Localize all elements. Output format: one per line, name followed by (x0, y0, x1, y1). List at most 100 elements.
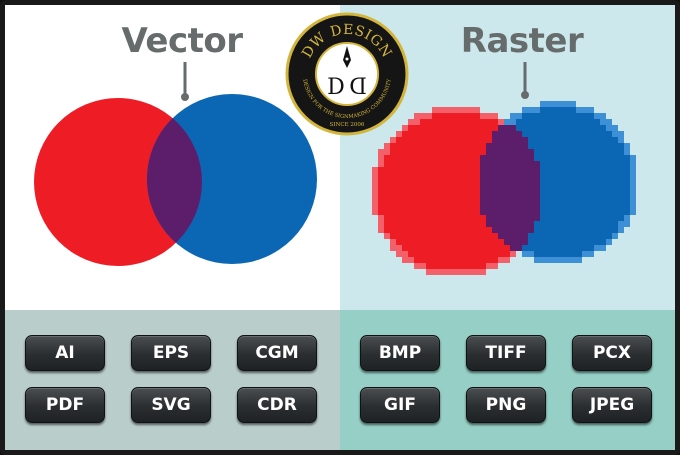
raster-pixel (618, 221, 624, 227)
raster-pixel (372, 209, 378, 215)
format-eps-button[interactable]: EPS (131, 335, 211, 371)
raster-pixel (528, 155, 534, 161)
format-pdf-button[interactable]: PDF (25, 387, 105, 423)
raster-pixel (564, 167, 570, 173)
format-cgm-button[interactable]: CGM (237, 335, 317, 371)
raster-pixel (564, 119, 570, 125)
raster-pixel (516, 221, 522, 227)
format-tiff-button[interactable]: TIFF (466, 335, 546, 371)
raster-pixel (576, 209, 582, 215)
raster-pixel (576, 113, 582, 119)
raster-pixel (438, 263, 444, 269)
raster-pixel (492, 155, 498, 161)
raster-pixel (528, 167, 534, 173)
raster-pixel (414, 143, 420, 149)
raster-pixel (408, 167, 414, 173)
format-bmp-button[interactable]: BMP (360, 335, 440, 371)
raster-pixel (426, 149, 432, 155)
raster-pixel (450, 227, 456, 233)
raster-pixel (432, 143, 438, 149)
raster-pixel (408, 125, 414, 131)
raster-pixel (516, 215, 522, 221)
raster-venn-diagram (372, 62, 636, 275)
raster-pixel (408, 191, 414, 197)
raster-pixel (420, 155, 426, 161)
raster-pixel (450, 263, 456, 269)
raster-pixel (432, 131, 438, 137)
raster-pixel (624, 215, 630, 221)
raster-pixel (462, 197, 468, 203)
raster-pixel (600, 191, 606, 197)
raster-pixel (384, 155, 390, 161)
raster-pixel (582, 239, 588, 245)
format-jpeg-button[interactable]: JPEG (572, 387, 652, 423)
raster-pixel (456, 149, 462, 155)
raster-pixel (570, 239, 576, 245)
raster-pixel (420, 113, 426, 119)
raster-pixel (474, 215, 480, 221)
raster-pixel (426, 155, 432, 161)
raster-pixel (432, 203, 438, 209)
format-cdr-button[interactable]: CDR (237, 387, 317, 423)
raster-pixel (570, 245, 576, 251)
format-ai-button[interactable]: AI (25, 335, 105, 371)
raster-pixel (468, 209, 474, 215)
raster-pixel (504, 149, 510, 155)
raster-pixel (420, 257, 426, 263)
raster-pixel (504, 203, 510, 209)
raster-pixel (408, 245, 414, 251)
raster-pixel (414, 119, 420, 125)
raster-pixel (390, 233, 396, 239)
raster-pixel (570, 197, 576, 203)
format-pcx-button[interactable]: PCX (572, 335, 652, 371)
raster-pixel (438, 191, 444, 197)
raster-pixel (504, 257, 510, 263)
raster-pixel (564, 245, 570, 251)
raster-pixel (570, 167, 576, 173)
raster-pixel (582, 107, 588, 113)
raster-pixel (576, 167, 582, 173)
raster-pixel (528, 203, 534, 209)
raster-pixel (558, 125, 564, 131)
raster-pixel (582, 245, 588, 251)
raster-pixel (426, 137, 432, 143)
raster-pixel (480, 173, 486, 179)
raster-pixel (468, 245, 474, 251)
raster-pixel (504, 131, 510, 137)
raster-pixel (606, 215, 612, 221)
raster-pixel (552, 131, 558, 137)
raster-pixel (576, 143, 582, 149)
raster-pixel (474, 137, 480, 143)
raster-pixel (486, 155, 492, 161)
raster-pixel (486, 185, 492, 191)
raster-pixel (450, 269, 456, 275)
raster-pixel (450, 131, 456, 137)
raster-pixel (486, 245, 492, 251)
raster-pixel (534, 227, 540, 233)
raster-pixel (558, 131, 564, 137)
raster-pixel (588, 185, 594, 191)
raster-pixel (414, 131, 420, 137)
raster-pixel (546, 215, 552, 221)
raster-pixel (474, 209, 480, 215)
raster-pixel (420, 197, 426, 203)
raster-pixel (462, 131, 468, 137)
raster-pixel (474, 161, 480, 167)
raster-pixel (552, 179, 558, 185)
format-png-button[interactable]: PNG (466, 387, 546, 423)
format-svg-button[interactable]: SVG (131, 387, 211, 423)
raster-pixel (600, 179, 606, 185)
format-gif-button[interactable]: GIF (360, 387, 440, 423)
raster-pixel (558, 191, 564, 197)
raster-pixel (474, 227, 480, 233)
raster-pixel (408, 137, 414, 143)
raster-pixel (444, 221, 450, 227)
raster-pixel (390, 161, 396, 167)
raster-pixel (402, 215, 408, 221)
raster-pixel (486, 119, 492, 125)
raster-pixel (582, 167, 588, 173)
raster-pixel (444, 191, 450, 197)
raster-pixel (546, 191, 552, 197)
raster-pixel (378, 197, 384, 203)
raster-pixel (528, 245, 534, 251)
